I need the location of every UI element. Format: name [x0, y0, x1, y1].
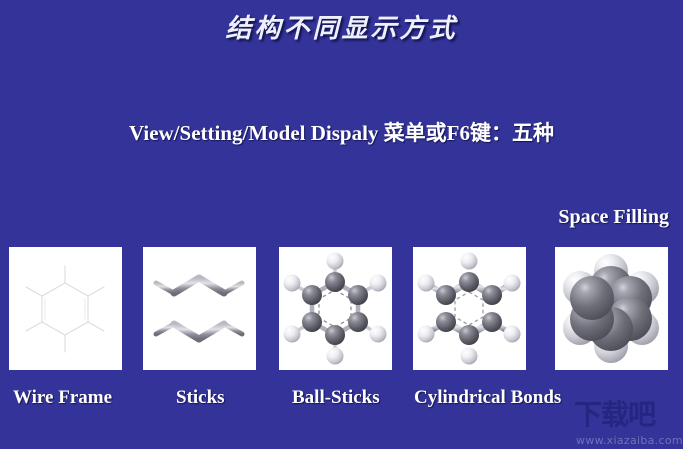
model-image-ball-sticks — [279, 247, 392, 370]
caption-cylindrical-bonds: Cylindrical Bonds — [414, 387, 562, 408]
model-image-sticks — [143, 247, 256, 370]
watermark-url: www.xiazaiba.com — [576, 434, 683, 447]
watermark-logo-text: 下载吧 — [574, 398, 656, 431]
model-image-space-filling — [555, 247, 668, 370]
space-filling-label: Space Filling — [558, 206, 669, 228]
ball-sticks-molecule-svg — [283, 252, 387, 365]
model-image-wire-frame — [9, 247, 122, 370]
wire-frame-molecule-svg — [25, 265, 105, 353]
caption-sticks: Sticks — [176, 387, 225, 408]
slide-title: 结构不同显示方式 — [225, 14, 458, 44]
sticks-molecule-svg — [153, 257, 245, 360]
cylindrical-bonds-molecule-svg — [417, 252, 521, 365]
model-image-cylindrical-bonds — [413, 247, 526, 370]
space-filling-molecule-svg — [563, 254, 659, 363]
slide-subtitle: View/Setting/Model Dispaly 菜单或F6键：五种 — [128, 121, 555, 145]
caption-wire-frame: Wire Frame — [13, 387, 113, 408]
watermark: 下载吧 www.xiazaiba.com — [574, 396, 683, 449]
caption-ball-sticks: Ball-Sticks — [292, 387, 380, 408]
